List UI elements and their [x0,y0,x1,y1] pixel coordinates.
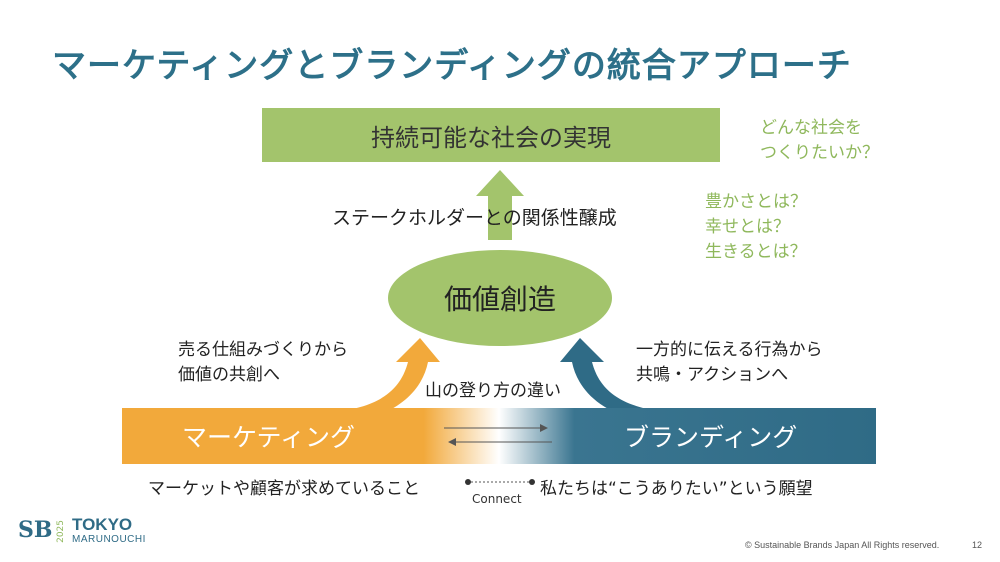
question-living: 生きるとは？ [705,242,807,262]
goal-box: 持続可能な社会の実現 [262,108,720,162]
goal-label: 持続可能な社会の実現 [371,123,611,152]
mountain-label: 山の登り方の違い [425,381,561,401]
logo-tokyo: TOKYO [72,515,133,534]
marketing-branding-band [122,408,876,464]
curved-arrow-orange [330,338,440,424]
question-society-line-2: つくりたいか？ [760,143,879,163]
value-creation-label: 価値創造 [443,283,556,316]
curved-arrow-teal [560,338,670,424]
branding-process-line-1: 一方的に伝える行為から [636,340,823,360]
marketing-process-line-1: 売る仕組みづくりから [178,340,348,360]
logo-sb: SB [18,517,53,543]
marketing-process-line-2: 価値の共創へ [178,365,280,385]
logo-year: 2025 [56,520,66,543]
marketing-label: マーケティング [182,423,356,452]
question-society-line-1: どんな社会を [760,118,862,138]
question-happiness: 幸せとは？ [705,217,790,237]
stakeholder-label: ステークホルダーとの関係性醸成 [332,207,617,229]
branding-process-line-2: 共鳴・アクションへ [636,365,789,385]
page-number: 12 [972,540,983,550]
marketing-process: 売る仕組みづくりから 価値の共創へ [178,338,348,388]
copyright: © Sustainable Brands Japan All Rights re… [745,540,940,550]
value-creation-ellipse: 価値創造 [388,250,612,346]
connect-dot-right [529,479,535,485]
branding-process: 一方的に伝える行為から 共鳴・アクションへ [636,338,823,388]
marketing-basis: マーケットや顧客が求めていること [148,479,420,499]
up-arrow-green [476,170,524,240]
questions-life: 豊かさとは？ 幸せとは？ 生きるとは？ [705,190,807,265]
connect-dot-left [465,479,471,485]
question-richness: 豊かさとは？ [705,192,807,212]
connect-label: Connect [472,492,522,506]
page-title: マーケティングとブランディングの統合アプローチ [52,46,852,86]
branding-label: ブランディング [624,423,798,452]
question-society: どんな社会を つくりたいか？ [760,116,879,166]
logo-marunouchi: MARUNOUCHI [72,534,146,545]
branding-basis: 私たちは“こうありたい”という願望 [540,479,813,499]
